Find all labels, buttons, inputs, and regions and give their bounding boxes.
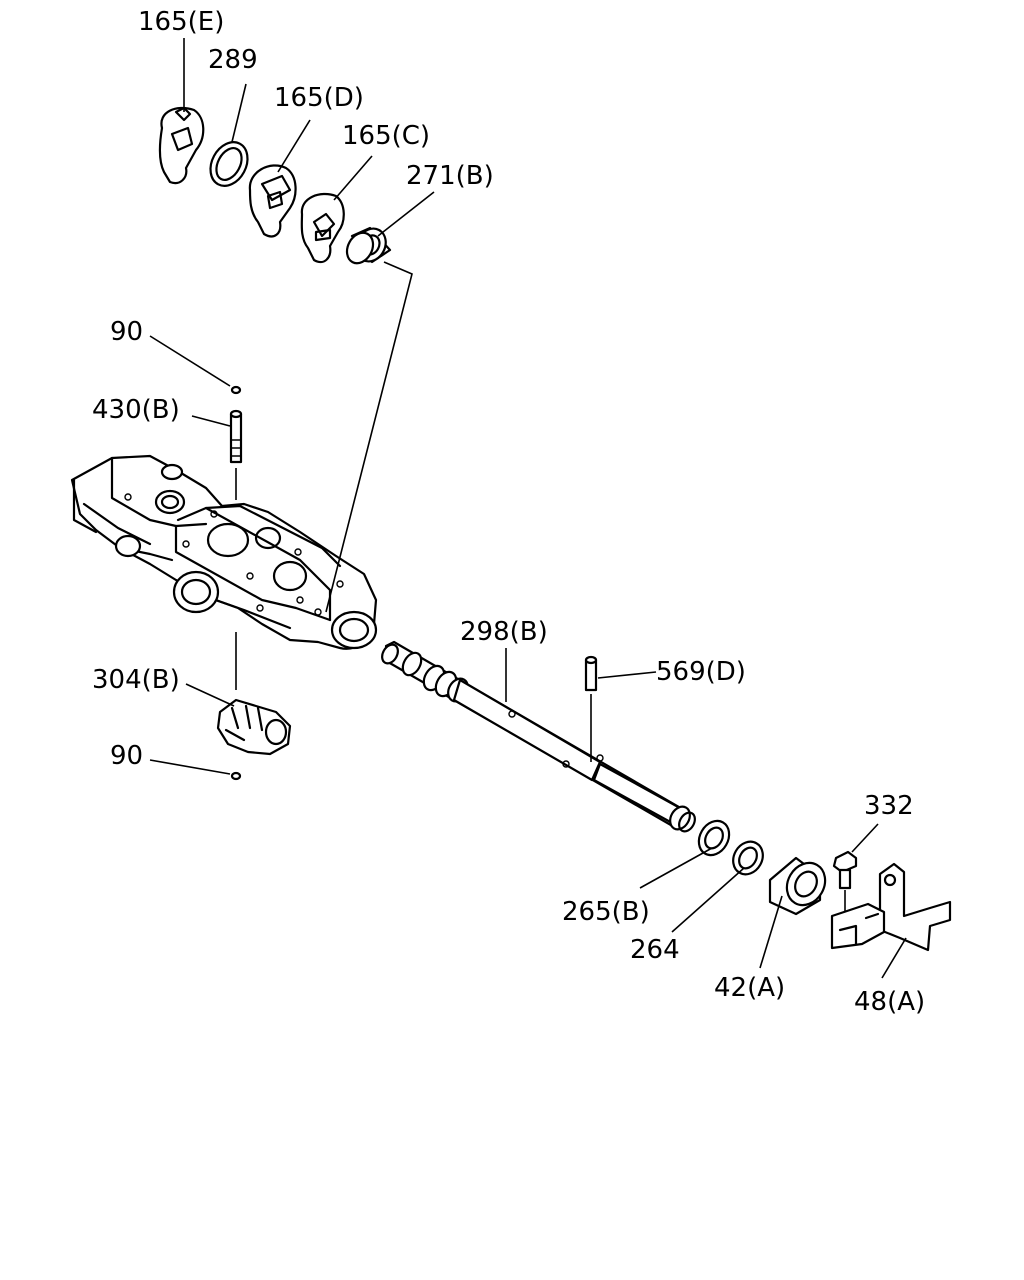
leader-332 [851,823,879,853]
leader-569d [597,671,657,679]
label-569d: 569(D) [656,657,746,687]
oring-90-top [230,385,242,395]
collar-42a [768,856,827,916]
label-264: 264 [630,935,680,965]
bushing-271b [345,226,392,265]
gear-304b [216,698,292,756]
label-165c: 165(C) [342,121,430,151]
bolt-332 [832,850,858,914]
leader-165d [277,119,311,173]
leader-42a [759,895,783,969]
leader-271b [377,191,435,237]
oring-90-bottom [230,771,242,781]
leader-304b [185,683,235,707]
shaft-298b [381,640,696,833]
label-289: 289 [208,45,258,75]
leader-48a [881,937,907,979]
plate-165d [248,164,297,238]
label-332: 332 [864,791,914,821]
label-48a: 48(A) [854,987,925,1017]
leader-90-top [149,335,231,387]
bracket-48a [830,862,952,952]
leader-165c [333,155,373,201]
leader-90-bottom [149,759,231,775]
leader-289 [231,83,247,143]
pin-430b [229,409,243,464]
bushing-264 [732,840,764,876]
ring-265b [697,819,731,857]
label-90-bottom: 90 [110,741,143,771]
assembly-line-bushing [325,261,413,613]
leader-264 [671,867,745,933]
leader-430b [191,415,231,427]
housing-body [70,454,378,650]
plate-165e [158,106,205,185]
label-265b: 265(B) [562,897,650,927]
label-304b: 304(B) [92,665,180,695]
leader-265b [639,847,713,889]
label-42a: 42(A) [714,973,785,1003]
plate-165c [300,192,345,264]
label-298b: 298(B) [460,617,548,647]
label-90-top: 90 [110,317,143,347]
label-430b: 430(B) [92,395,180,425]
label-165d: 165(D) [274,83,364,113]
label-165e: 165(E) [138,7,224,37]
label-271b: 271(B) [406,161,494,191]
ring-289 [209,141,249,187]
pin-569d [584,655,598,762]
